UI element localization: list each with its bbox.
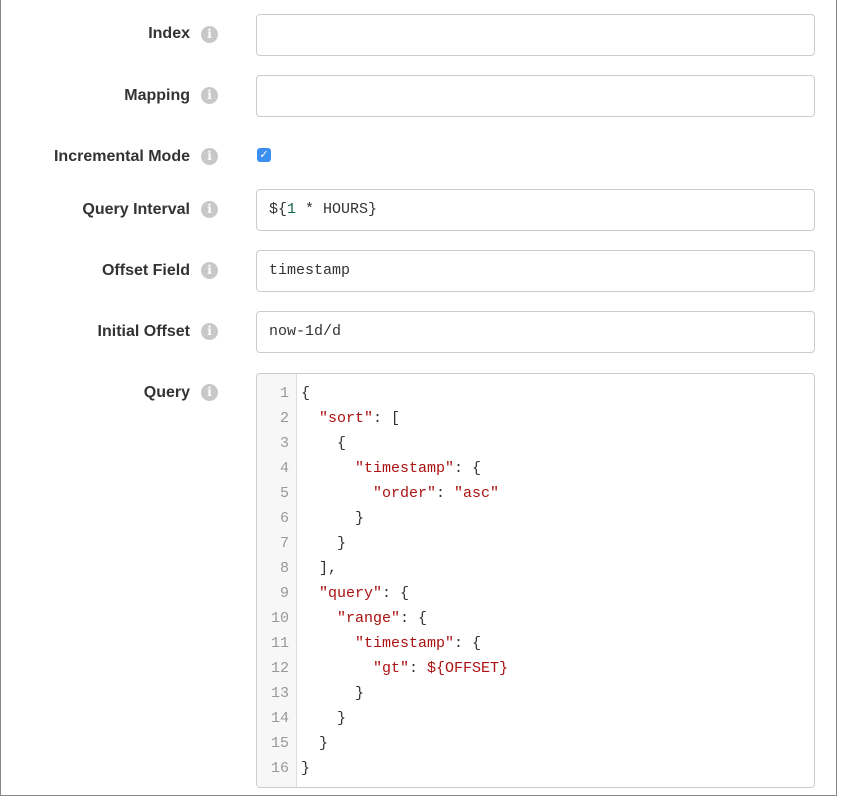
code-line: 9 "query": { — [257, 581, 814, 606]
line-number: 8 — [279, 560, 289, 577]
incremental-mode-checkbox[interactable]: ✓ — [257, 148, 271, 162]
code-token: : { — [400, 610, 428, 627]
code-token — [301, 635, 355, 652]
code-token: } — [301, 510, 365, 527]
code-lines: 1{2 "sort": [3 {4 "timestamp": {5 "order… — [257, 381, 814, 781]
code-token: "order" — [373, 485, 437, 502]
line-number: 7 — [279, 535, 289, 552]
code-line: 5 "order": "asc" — [257, 481, 814, 506]
code-line: 8 ], — [257, 556, 814, 581]
code-token — [301, 410, 319, 427]
info-icon[interactable]: i — [201, 262, 218, 279]
code-token: } — [301, 735, 329, 752]
code-token: { — [301, 385, 311, 402]
mapping-label: Mapping — [124, 87, 190, 104]
code-line: 12 "gt": ${OFFSET} — [257, 656, 814, 681]
line-number: 2 — [279, 410, 289, 427]
line-number-gutter — [257, 374, 297, 787]
code-token: { — [301, 435, 347, 452]
info-icon[interactable]: i — [201, 323, 218, 340]
code-token: : — [436, 485, 455, 502]
code-line: 7 } — [257, 531, 814, 556]
code-token: } — [301, 535, 347, 552]
line-number: 4 — [279, 460, 289, 477]
code-line: 1{ — [257, 381, 814, 406]
line-number: 10 — [270, 610, 289, 627]
line-number: 16 — [270, 760, 289, 777]
index-label: Index — [148, 25, 190, 42]
code-token: "query" — [319, 585, 383, 602]
code-line: 10 "range": { — [257, 606, 814, 631]
code-token: "timestamp" — [355, 460, 455, 477]
code-token: : [ — [373, 410, 401, 427]
code-line: 2 "sort": [ — [257, 406, 814, 431]
index-input[interactable] — [256, 14, 815, 56]
query-interval-label: Query Interval — [82, 201, 190, 218]
code-token — [301, 610, 337, 627]
initial-offset-input[interactable]: now-1d/d — [256, 311, 815, 353]
info-icon[interactable]: i — [201, 384, 218, 401]
code-line: 4 "timestamp": { — [257, 456, 814, 481]
query-label: Query — [143, 384, 190, 401]
code-token: : { — [454, 635, 482, 652]
initial-offset-label: Initial Offset — [97, 323, 190, 340]
code-token: : { — [382, 585, 410, 602]
line-number: 5 — [279, 485, 289, 502]
info-icon[interactable]: i — [201, 87, 218, 104]
value-prefix: ${ — [269, 201, 288, 218]
code-token: : { — [454, 460, 482, 477]
code-token: "sort" — [319, 410, 374, 427]
code-token: } — [301, 760, 311, 777]
info-icon[interactable]: i — [201, 201, 218, 218]
line-number: 11 — [270, 635, 289, 652]
info-icon[interactable]: i — [201, 26, 218, 43]
info-icon[interactable]: i — [201, 148, 218, 165]
offset-field-label: Offset Field — [101, 262, 190, 279]
code-line: 3 { — [257, 431, 814, 456]
incremental-mode-label: Incremental Mode — [53, 148, 190, 165]
code-token: ${OFFSET} — [427, 660, 509, 677]
code-line: 11 "timestamp": { — [257, 631, 814, 656]
line-number: 12 — [270, 660, 289, 677]
code-line: 15 } — [257, 731, 814, 756]
line-number: 15 — [270, 735, 289, 752]
query-code-editor[interactable]: 1{2 "sort": [3 {4 "timestamp": {5 "order… — [256, 373, 815, 788]
code-token: "gt" — [373, 660, 410, 677]
code-token — [301, 485, 373, 502]
code-token — [301, 660, 373, 677]
code-token: ], — [301, 560, 338, 577]
code-token: "asc" — [454, 485, 500, 502]
query-interval-input[interactable]: ${1 * HOURS} — [256, 189, 815, 231]
code-token: } — [301, 685, 365, 702]
code-line: 14 } — [257, 706, 814, 731]
code-line: 13 } — [257, 681, 814, 706]
line-number: 3 — [279, 435, 289, 452]
code-token — [301, 585, 319, 602]
code-token — [301, 460, 355, 477]
line-number: 14 — [270, 710, 289, 727]
offset-field-input[interactable]: timestamp — [256, 250, 815, 292]
code-line: 6 } — [257, 506, 814, 531]
value-number: 1 — [287, 201, 297, 218]
line-number: 9 — [279, 585, 289, 602]
line-number: 1 — [279, 385, 289, 402]
code-token: : — [409, 660, 428, 677]
code-token: "timestamp" — [355, 635, 455, 652]
code-token: } — [301, 710, 347, 727]
value-suffix: * HOURS} — [296, 201, 378, 218]
line-number: 13 — [270, 685, 289, 702]
mapping-input[interactable] — [256, 75, 815, 117]
code-token: "range" — [337, 610, 401, 627]
code-line: 16} — [257, 756, 814, 781]
line-number: 6 — [279, 510, 289, 527]
